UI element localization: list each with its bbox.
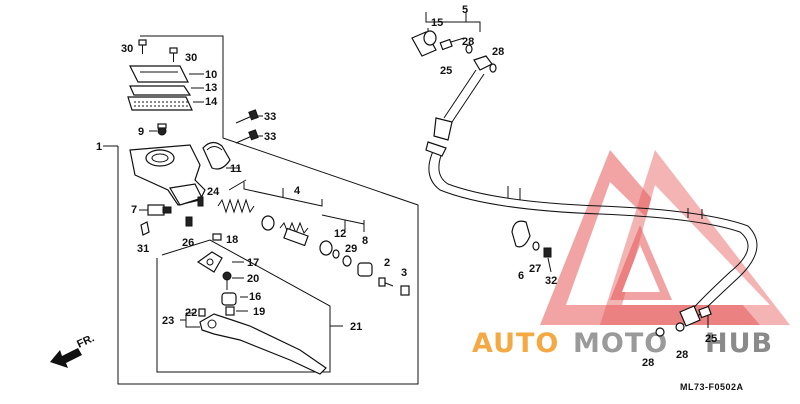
- bolt-33b: [235, 129, 259, 144]
- bracket-5: [425, 12, 481, 32]
- screw-30a: [138, 39, 147, 54]
- callout-18: 18: [226, 234, 238, 246]
- bushing-16: [221, 292, 237, 306]
- washer-28c: [655, 327, 665, 337]
- callout-13: 13: [205, 82, 217, 94]
- callout-19: 19: [253, 306, 265, 318]
- reservoir-cap-10: [129, 65, 189, 83]
- clutch-hose: [425, 69, 758, 317]
- hose-fitting-top: [473, 55, 493, 71]
- washer-ring: [319, 240, 333, 256]
- callout-8: 8: [362, 235, 368, 247]
- callout-28-a: 28: [462, 36, 474, 48]
- callout-23: 23: [162, 315, 174, 327]
- banjo-fitting-15: [411, 30, 437, 57]
- callout-3: 3: [401, 267, 407, 279]
- callout-12: 12: [334, 228, 346, 240]
- callout-22: 22: [185, 307, 197, 319]
- nut-3: [400, 285, 410, 296]
- boot-8: [357, 262, 373, 277]
- screw-9: [157, 123, 167, 136]
- screw-26: [185, 216, 193, 227]
- switch-7: [147, 204, 172, 216]
- callout-24: 24: [207, 186, 220, 198]
- callout-30-a: 30: [121, 43, 133, 55]
- washer-28d: [675, 322, 685, 332]
- clutch-lever-21: [199, 313, 327, 375]
- screw-30b: [169, 47, 178, 62]
- watermark-text-hub: HUB: [705, 328, 773, 359]
- callout-32: 32: [545, 275, 557, 287]
- callout-31: 31: [137, 243, 149, 255]
- master-cylinder-body: [129, 144, 206, 206]
- bracket-17: [196, 251, 223, 273]
- callout-4: 4: [294, 185, 301, 197]
- callout-28-c: 28: [642, 357, 654, 369]
- cup-4: [261, 215, 275, 231]
- callout-6: 6: [518, 270, 524, 282]
- spring-4: [217, 198, 255, 214]
- callout-15: 15: [431, 17, 443, 29]
- watermark-logo: [540, 150, 790, 325]
- callout-14: 14: [205, 96, 218, 108]
- callout-9: 9: [138, 126, 144, 138]
- bolt-32: [543, 247, 552, 258]
- callout-2: 2: [384, 257, 390, 269]
- callout-25-bottom: 25: [705, 333, 717, 345]
- callout-29: 29: [345, 243, 357, 255]
- piston-4: [279, 221, 309, 247]
- pushrod-2: [378, 277, 394, 287]
- front-arrow-label: FR.: [75, 332, 96, 350]
- callout-27: 27: [529, 263, 541, 275]
- spring-22: [198, 308, 206, 317]
- washer-28a: [465, 44, 473, 54]
- bolt-25a: [439, 37, 465, 51]
- callout-5: 5: [462, 4, 468, 16]
- callout-28-d: 28: [676, 349, 688, 361]
- callout-33-a: 33: [264, 111, 276, 123]
- bolt-18: [212, 233, 222, 241]
- assembly-frame-21: [156, 239, 331, 373]
- drawing-code: ML73-F0502A: [680, 382, 744, 392]
- callout-11: 11: [230, 163, 242, 175]
- callout-20: 20: [247, 273, 259, 285]
- callout-17: 17: [247, 257, 259, 269]
- washer-28b: [489, 63, 497, 73]
- reservoir-plate-13: [129, 85, 192, 96]
- assembly-frame-1: [117, 35, 419, 385]
- clamp-6: [511, 220, 531, 248]
- callout-10: 10: [205, 69, 217, 81]
- watermark-text-auto: AUTO: [472, 328, 559, 359]
- circlip-29: [342, 255, 352, 267]
- callout-30-b: 30: [185, 52, 197, 64]
- callout-21: 21: [350, 321, 362, 333]
- bolt-20: [222, 271, 232, 290]
- callout-25-top: 25: [440, 65, 452, 77]
- screw-31: [140, 221, 150, 236]
- bolt-25b: [698, 305, 712, 328]
- screw-24: [197, 196, 204, 207]
- watermark-text-moto: MOTO: [573, 328, 668, 359]
- hose-fitting-bottom: [679, 305, 701, 327]
- washer-27: [532, 241, 540, 251]
- callout-7: 7: [131, 204, 137, 216]
- clamp-11: [202, 141, 231, 170]
- callout-1: 1: [96, 141, 102, 153]
- callout-28-b: 28: [492, 46, 504, 58]
- bolt-33a: [235, 109, 259, 124]
- callout-16: 16: [249, 291, 261, 303]
- nut-19: [225, 306, 235, 316]
- ring-12: [332, 249, 340, 259]
- callout-33-b: 33: [264, 131, 276, 143]
- callout-26: 26: [182, 237, 194, 249]
- diaphragm-14: [127, 96, 193, 111]
- front-arrow-icon: [50, 348, 82, 368]
